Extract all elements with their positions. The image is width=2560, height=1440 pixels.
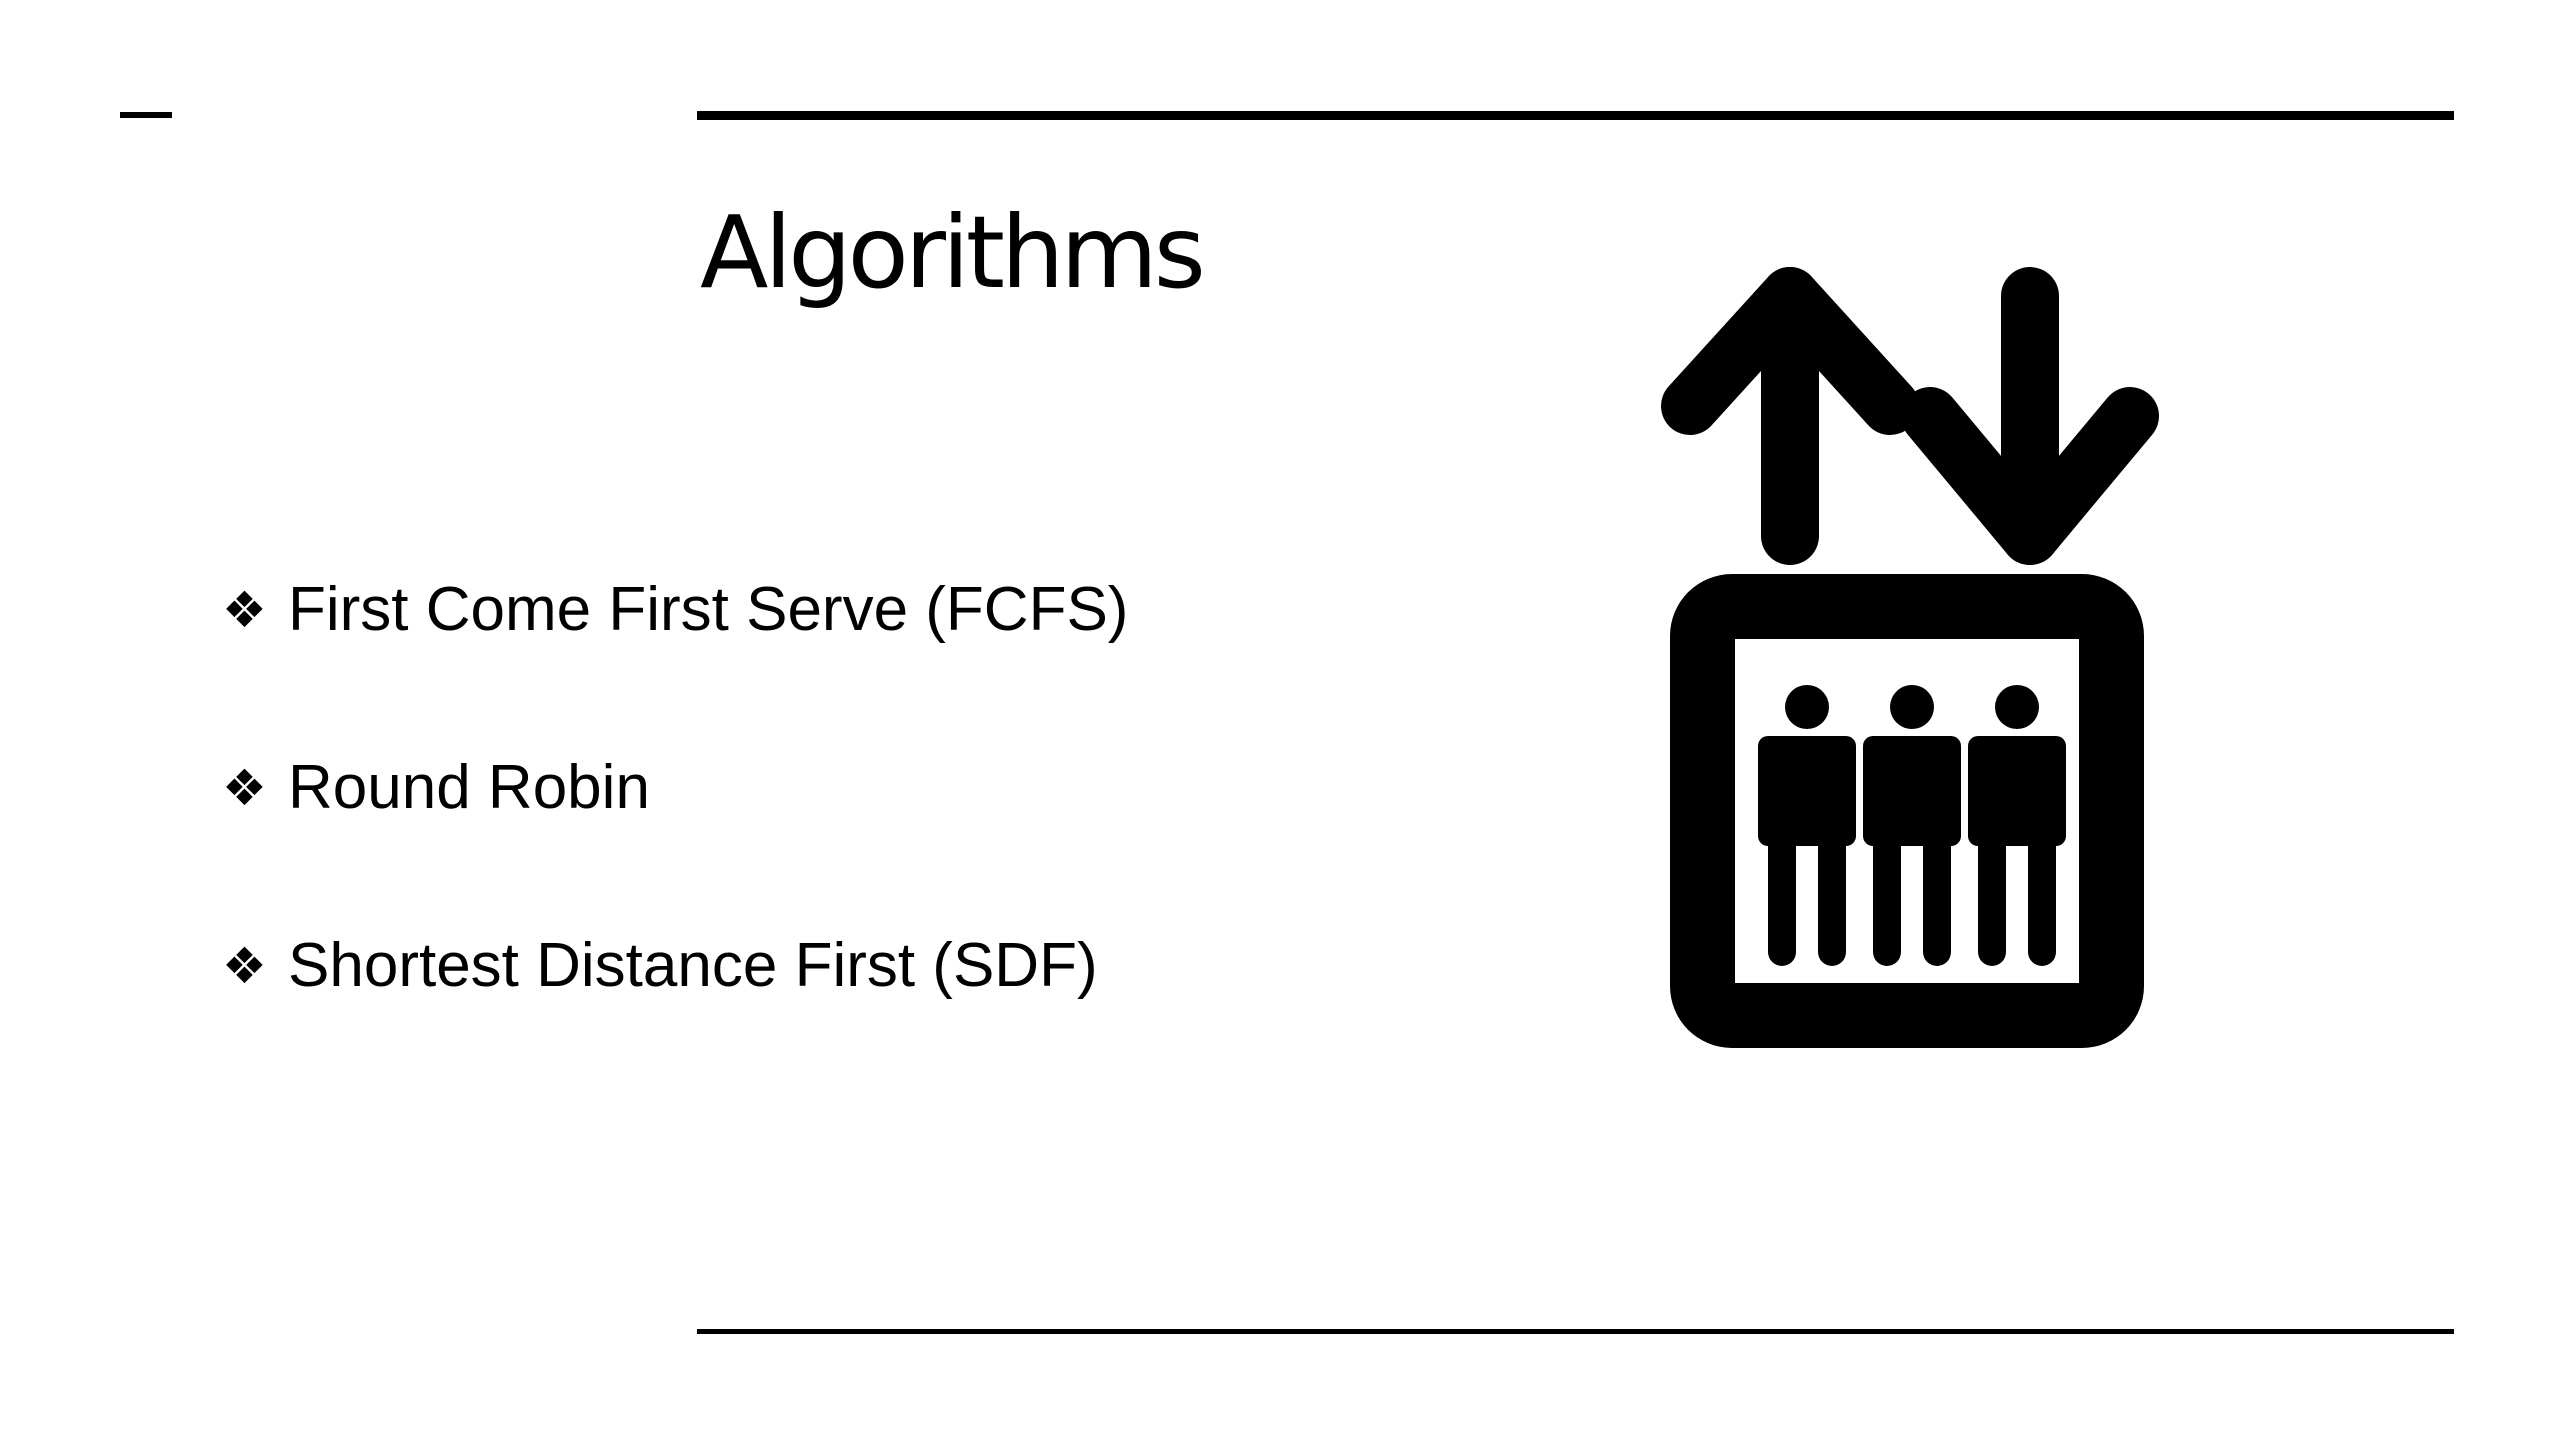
top-rule: [697, 111, 2454, 120]
bullet-item: ❖ First Come First Serve (FCFS): [222, 560, 1128, 660]
up-arrow-icon: [1661, 267, 1919, 565]
bullet-text: First Come First Serve (FCFS): [288, 575, 1129, 644]
diamond-bullet-icon: ❖: [222, 937, 267, 995]
bullet-item: ❖ Round Robin: [222, 738, 1128, 838]
people-icon: [1758, 685, 2066, 966]
elevator-icon: [1661, 267, 2159, 1048]
corner-dash: [120, 112, 172, 118]
bullet-item: ❖ Shortest Distance First (SDF): [222, 916, 1128, 1016]
slide-title: Algorithms: [700, 194, 1206, 311]
bullet-text: Shortest Distance First (SDF): [288, 931, 1098, 1000]
diamond-bullet-icon: ❖: [222, 759, 267, 817]
bottom-rule: [697, 1329, 2454, 1334]
bullet-text: Round Robin: [288, 753, 650, 822]
diamond-bullet-icon: ❖: [222, 581, 267, 639]
bullet-list: ❖ First Come First Serve (FCFS) ❖ Round …: [222, 560, 1128, 1094]
down-arrow-icon: [1901, 267, 2159, 565]
